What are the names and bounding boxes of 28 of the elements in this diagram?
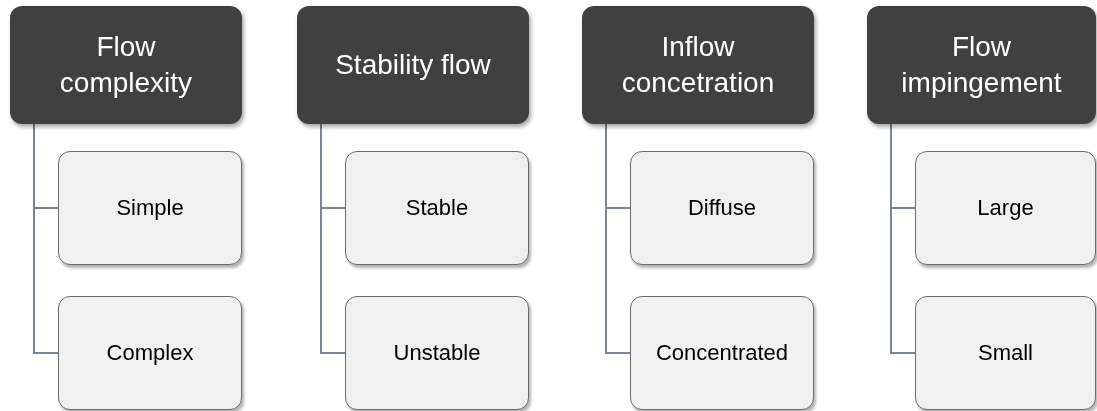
category-header-box [582,6,814,124]
connector-line [33,123,59,354]
category-header-box [297,6,529,124]
node-label: Complex [106,340,194,366]
node-label: Stable [405,195,469,221]
node-label: Stability flow [335,47,491,82]
option-box [58,296,242,410]
option-box [630,296,814,410]
node-label: Diffuse [687,195,757,221]
option-box [58,151,242,265]
category-header-box [867,6,1096,124]
option-box [915,151,1096,265]
connector-line [605,123,631,354]
connector-line [890,123,916,354]
option-box [345,296,529,410]
category-header-box [10,6,242,124]
node-label: Inflow concetration [620,29,776,100]
node-label: Large [977,195,1034,221]
node-label: Concentrated [655,340,789,366]
connector-line [320,123,346,354]
option-box [915,296,1096,410]
node-label: Simple [116,195,184,221]
node-label: Small [978,340,1033,366]
option-box [345,151,529,265]
node-label: Flow impingement [900,29,1063,100]
option-box [630,151,814,265]
node-label: Unstable [393,340,481,366]
node-label: Flow complexity [58,29,194,100]
